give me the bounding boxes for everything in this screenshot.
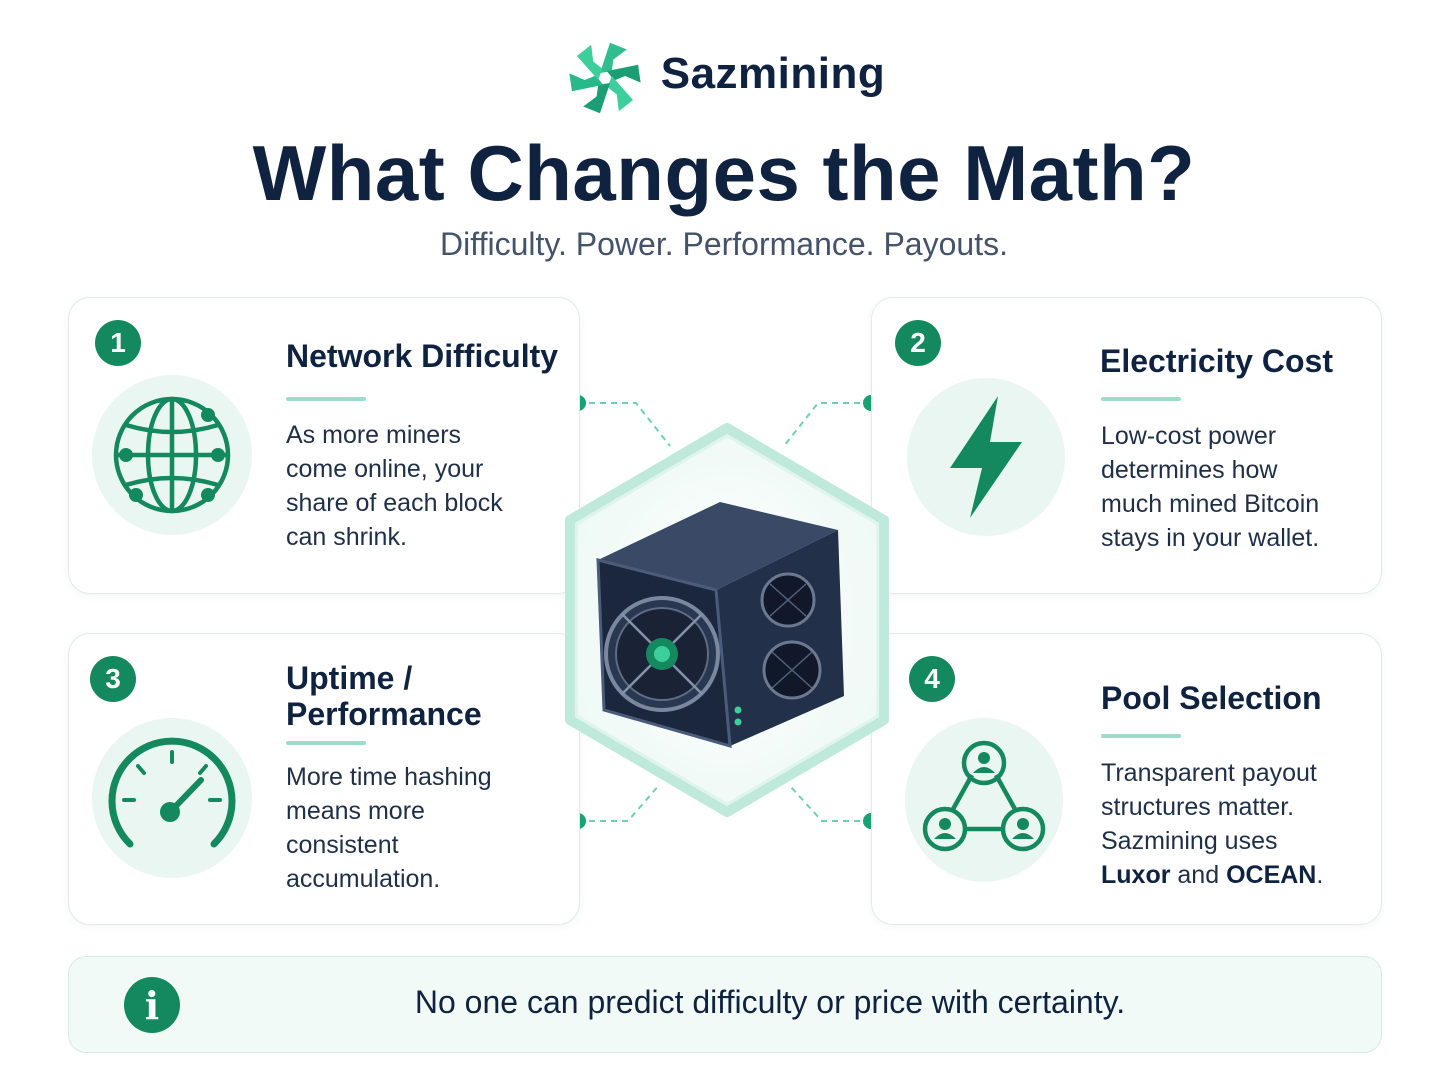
text-line: come online, your	[286, 455, 484, 483]
card-number-badge: 4	[909, 656, 955, 702]
pool-name-ocean: OCEAN	[1226, 861, 1317, 889]
text-period: .	[1316, 861, 1324, 889]
card-title-line: Network Difficulty	[286, 338, 559, 374]
card-description: As more miners come online, your share o…	[286, 418, 566, 554]
card-title-line: Performance	[286, 696, 482, 732]
brand-header: Sazmining	[0, 30, 1448, 125]
lightning-bolt-icon	[907, 378, 1065, 536]
text-line: Low-cost power	[1101, 422, 1277, 450]
card-title-line: Pool Selection	[1101, 680, 1322, 716]
text-line: stays in your wallet.	[1101, 524, 1320, 552]
title-underline	[1101, 397, 1181, 401]
text-line: means more	[286, 797, 425, 825]
brand-name: Sazmining	[660, 48, 886, 98]
text-line: determines how	[1101, 456, 1278, 484]
title-underline	[286, 741, 366, 745]
speedometer-icon	[92, 718, 252, 878]
title-underline	[1101, 734, 1181, 738]
text-line: Sazmining uses	[1101, 827, 1278, 855]
text-line: Luxor and OCEAN.	[1101, 858, 1371, 892]
card-title-line: Electricity Cost	[1100, 343, 1333, 379]
title-underline	[286, 397, 366, 401]
people-network-icon	[905, 718, 1063, 882]
card-title-line: Uptime /	[286, 660, 413, 696]
text-line: share of each block	[286, 489, 503, 517]
card-title: Network Difficulty	[286, 338, 566, 374]
text-line: can shrink.	[286, 523, 407, 551]
sazmining-logo-icon	[569, 42, 641, 113]
card-description: Low-cost power determines how much mined…	[1101, 419, 1371, 555]
text-line: consistent	[286, 831, 399, 859]
pool-name-luxor: Luxor	[1101, 861, 1171, 889]
card-title: Uptime / Performance	[286, 660, 566, 732]
card-number-badge: 3	[90, 656, 136, 702]
card-number-badge: 1	[95, 320, 141, 366]
text-connector: and	[1170, 861, 1227, 889]
text-line: More time hashing	[286, 763, 492, 791]
text-line: much mined Bitcoin	[1101, 490, 1320, 518]
card-description: Transparent payout structures matter. Sa…	[1101, 756, 1371, 892]
disclaimer-banner	[68, 956, 1382, 1053]
card-title: Electricity Cost	[1100, 343, 1370, 379]
asic-miner-illustration	[565, 423, 889, 817]
disclaimer-text: No one can predict difficulty or price w…	[414, 984, 1126, 1020]
card-title: Pool Selection	[1101, 680, 1371, 716]
card-number-badge: 2	[895, 320, 941, 366]
info-icon: i	[124, 977, 180, 1033]
card-description: More time hashing means more consistent …	[286, 760, 566, 896]
text-line: As more miners	[286, 421, 462, 449]
globe-network-icon	[92, 375, 252, 535]
text-line: structures matter.	[1101, 793, 1295, 821]
page-title: What Changes the Math?	[252, 129, 1196, 217]
page-subtitle: Difficulty. Power. Performance. Payouts.	[440, 226, 1008, 262]
text-line: Transparent payout	[1101, 759, 1317, 787]
miner-box	[596, 502, 844, 749]
text-line: accumulation.	[286, 865, 441, 893]
